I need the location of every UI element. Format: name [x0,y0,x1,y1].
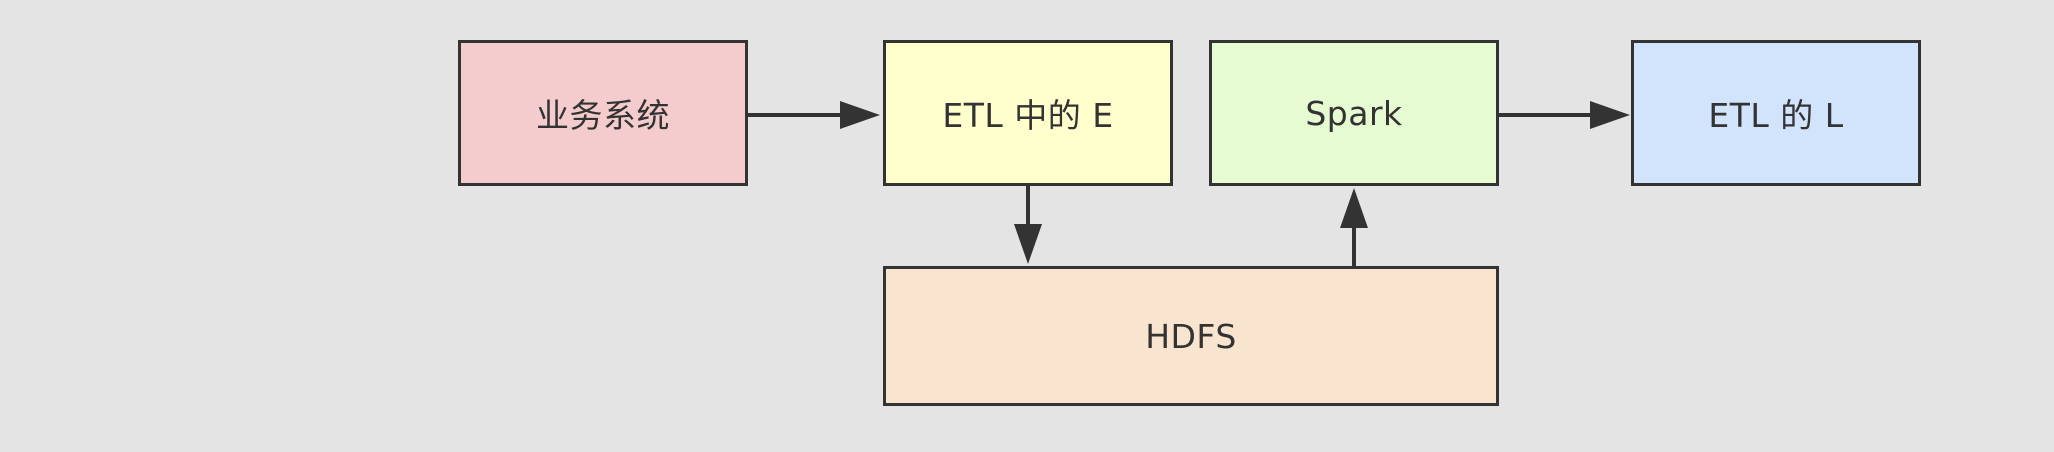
etl-extract-label: ETL 中的 E [942,96,1114,135]
etl-load-label: ETL 的 L [1708,96,1844,135]
hdfs-node: HDFS [883,266,1499,406]
spark-label: Spark [1305,93,1403,133]
hdfs-label: HDFS [1145,316,1237,356]
edge-business-to-etl-e [748,101,880,129]
business-system-node: 业务系统 [458,40,748,186]
etl-extract-node: ETL 中的 E [883,40,1173,186]
edge-hdfs-to-spark [1340,188,1368,266]
spark-node: Spark [1209,40,1499,186]
etl-load-node: ETL 的 L [1631,40,1921,186]
edge-spark-to-etl-l [1499,101,1630,129]
business-system-label: 业务系统 [536,96,670,135]
edge-etl-e-to-hdfs [1014,186,1042,264]
